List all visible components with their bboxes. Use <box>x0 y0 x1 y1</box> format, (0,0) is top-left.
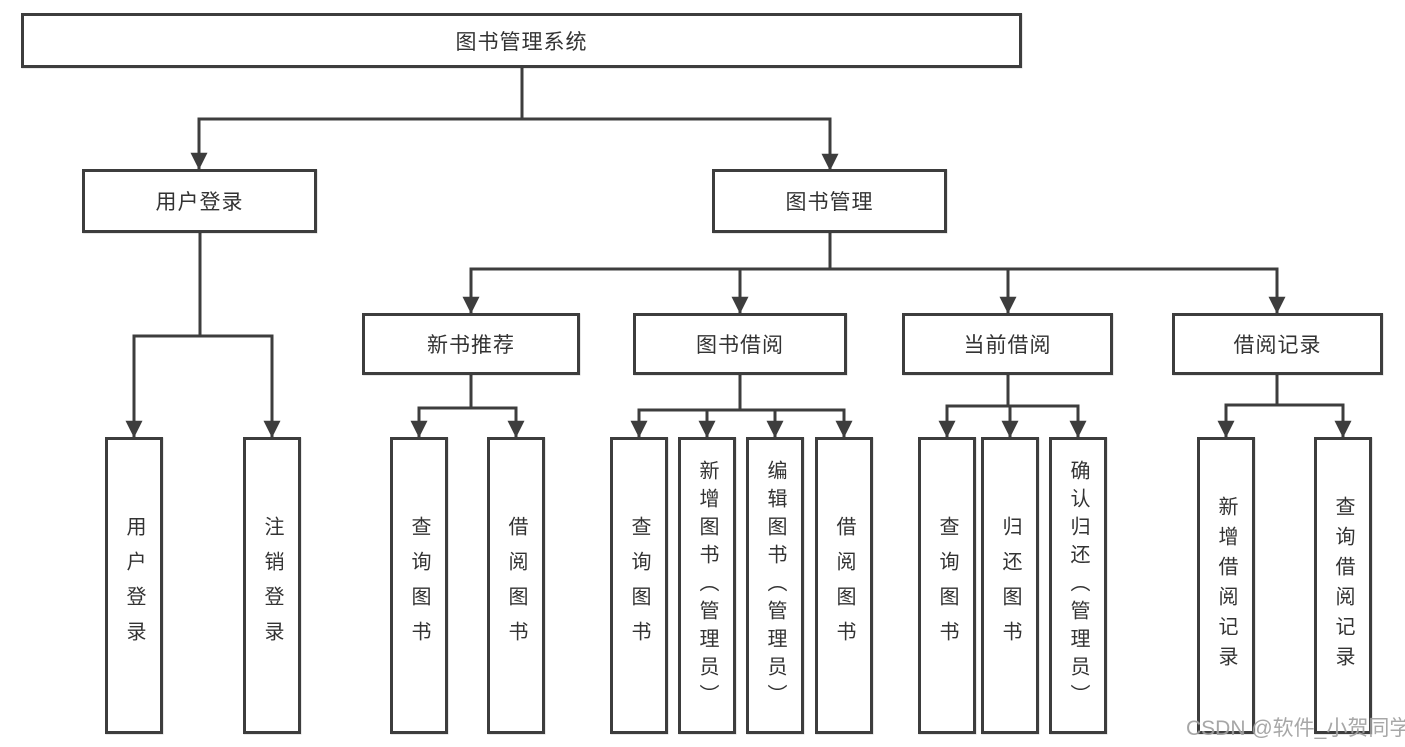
leaf-query-book-borrow: 查询图书 <box>610 437 668 734</box>
leaf-user-login: 用户登录 <box>105 437 163 734</box>
node-borrow-record: 借阅记录 <box>1172 313 1383 375</box>
node-user-login-label: 用户登录 <box>155 191 244 214</box>
node-new-book-rec-label: 新书推荐 <box>427 334 515 357</box>
leaf-borrow-book-newrec-label: 借阅图书 <box>505 515 527 656</box>
leaf-edit-book-admin: 编辑图书（管理员） <box>746 437 804 734</box>
leaf-confirm-return-admin-label: 确认归还（管理员） <box>1067 459 1089 712</box>
leaf-query-book-newrec: 查询图书 <box>390 437 448 734</box>
leaf-logout-label: 注销登录 <box>261 515 283 656</box>
node-user-login: 用户登录 <box>82 169 317 233</box>
node-book-mgmt-label: 图书管理 <box>785 191 874 214</box>
leaf-borrow-book-label: 借阅图书 <box>833 515 855 656</box>
connector-current-borrow-children <box>938 373 1087 438</box>
connector-book-mgmt-children <box>462 230 1286 314</box>
leaf-query-book-newrec-label: 查询图书 <box>408 515 430 656</box>
leaf-borrow-book-newrec: 借阅图书 <box>487 437 545 734</box>
leaf-edit-book-admin-label: 编辑图书（管理员） <box>764 459 786 712</box>
leaf-query-book-current: 查询图书 <box>918 437 976 734</box>
node-root-system-label: 图书管理系统 <box>455 30 588 54</box>
leaf-return-book-label: 归还图书 <box>999 515 1021 656</box>
node-current-borrow: 当前借阅 <box>902 313 1113 375</box>
leaf-logout: 注销登录 <box>243 437 301 734</box>
connector-borrow-record-children <box>1217 373 1352 438</box>
leaf-add-book-admin-label: 新增图书（管理员） <box>696 459 718 712</box>
leaf-query-borrow-record: 查询借阅记录 <box>1314 437 1372 734</box>
leaf-borrow-book: 借阅图书 <box>815 437 873 734</box>
leaf-query-book-current-label: 查询图书 <box>936 515 958 656</box>
leaf-add-book-admin: 新增图书（管理员） <box>678 437 736 734</box>
leaf-return-book: 归还图书 <box>981 437 1039 734</box>
node-book-borrow: 图书借阅 <box>633 313 847 375</box>
connector-book-borrow-children <box>630 373 853 438</box>
csdn-watermark: CSDN @软件_小贺同学 <box>1186 717 1405 740</box>
leaf-query-book-borrow-label: 查询图书 <box>628 515 650 656</box>
leaf-add-borrow-record-label: 新增借阅记录 <box>1215 495 1237 676</box>
node-new-book-rec: 新书推荐 <box>362 313 580 375</box>
node-current-borrow-label: 当前借阅 <box>963 334 1052 357</box>
leaf-add-borrow-record: 新增借阅记录 <box>1197 437 1255 734</box>
node-root-system: 图书管理系统 <box>21 13 1022 68</box>
leaf-confirm-return-admin: 确认归还（管理员） <box>1049 437 1107 734</box>
leaf-query-borrow-record-label: 查询借阅记录 <box>1332 495 1354 676</box>
node-book-mgmt: 图书管理 <box>712 169 947 233</box>
connector-new-book-children <box>410 373 525 438</box>
connector-root-to-level2 <box>190 66 839 171</box>
connector-user-login-children <box>125 231 281 438</box>
leaf-user-login-label: 用户登录 <box>123 515 145 656</box>
node-borrow-record-label: 借阅记录 <box>1233 334 1322 357</box>
node-book-borrow-label: 图书借阅 <box>696 334 784 357</box>
